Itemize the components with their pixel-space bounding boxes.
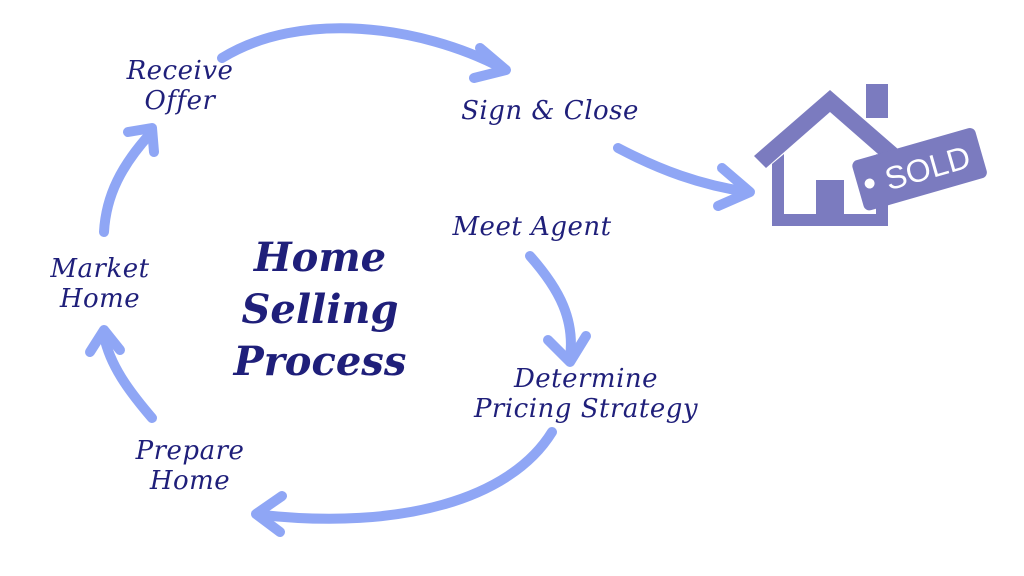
step-market-home-line-1: Market: [50, 254, 150, 284]
step-sign-close: Sign & Close: [445, 96, 655, 126]
arrow-meet-to-pricing: [525, 251, 591, 367]
arrow-pricing-to-prepare: [251, 427, 557, 537]
arrow-market-to-receive: [99, 123, 159, 237]
step-meet-agent-line-1: Meet Agent: [452, 212, 612, 242]
arrow-sign-to-sold: [613, 143, 755, 211]
step-prepare-home: Prepare Home: [110, 436, 270, 496]
diagram-title: Home Selling Process: [210, 232, 430, 388]
step-prepare-home-line-2: Home: [149, 466, 231, 496]
step-receive-offer: Receive Offer: [100, 56, 260, 116]
diagram-title-line-3: Process: [233, 338, 407, 385]
step-sign-close-line-1: Sign & Close: [461, 96, 639, 126]
house-walls-icon: [772, 154, 888, 226]
arrow-receive-to-sign: [217, 23, 511, 83]
step-receive-offer-line-2: Offer: [144, 86, 216, 116]
diagram-title-line-1: Home: [253, 234, 387, 281]
arrow-prepare-to-market: [85, 325, 157, 423]
step-prepare-home-line-1: Prepare: [135, 436, 245, 466]
step-receive-offer-line-1: Receive: [126, 56, 234, 86]
step-meet-agent: Meet Agent: [432, 212, 632, 242]
step-determine-pricing: Determine Pricing Strategy: [440, 364, 732, 424]
step-market-home: Market Home: [20, 254, 180, 314]
step-determine-pricing-line-2: Pricing Strategy: [473, 394, 699, 424]
diagram-title-line-2: Selling: [241, 286, 399, 333]
step-market-home-line-2: Home: [59, 284, 141, 314]
sold-house-icon: SOLD: [754, 84, 987, 226]
chimney-icon: [866, 84, 888, 118]
step-determine-pricing-line-1: Determine: [513, 364, 659, 394]
